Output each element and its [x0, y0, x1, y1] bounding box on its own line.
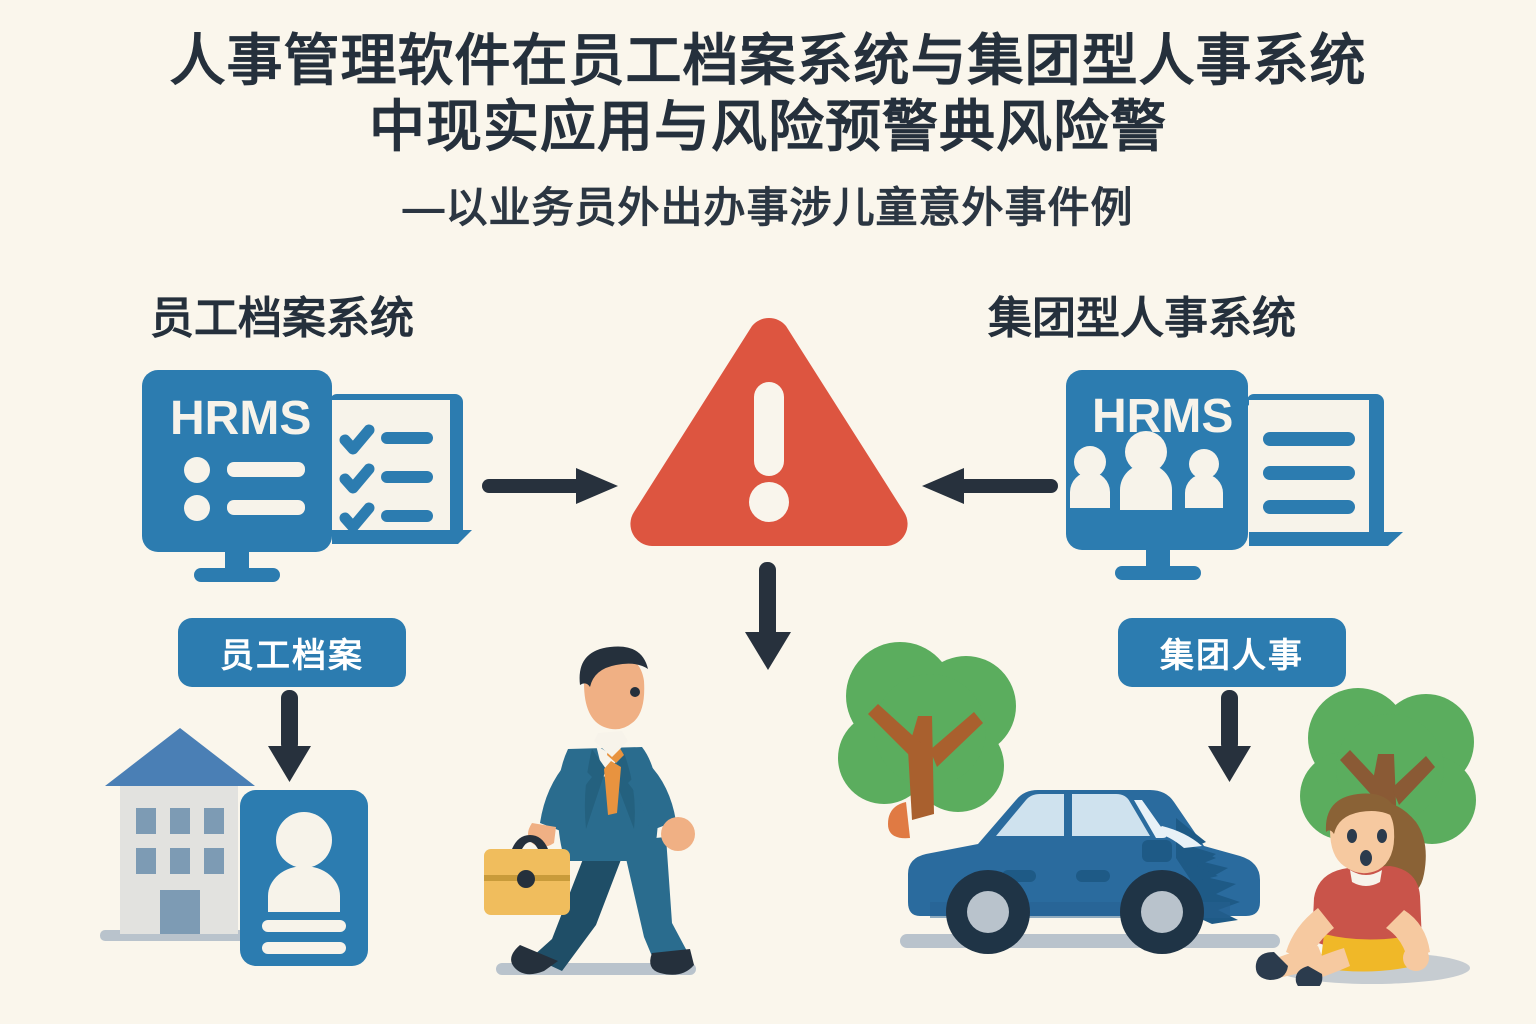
businessman-walking-icon — [484, 646, 696, 975]
section-heading-left: 员工档案系统 — [150, 294, 414, 343]
arrow-right-left-to-center — [482, 468, 618, 504]
badge-employee-records[interactable]: 员工档案 — [178, 618, 406, 687]
warning-triangle-icon — [630, 317, 908, 546]
badge-group-hr[interactable]: 集团人事 — [1118, 618, 1346, 687]
title-block: 人事管理软件在员工档案系统与集团型人事系统 中现实应用与风险预警典风险警 —以业… — [0, 28, 1536, 235]
arrow-left-right-to-center — [922, 468, 1058, 504]
arrow-down-left-badge — [268, 690, 311, 782]
hrms-monitor-group-hr-icon: HRMS — [1066, 370, 1403, 580]
blue-car-crashed-icon — [900, 790, 1280, 954]
arrow-down-right-badge — [1208, 690, 1251, 782]
subtitle: —以业务员外出办事涉儿童意外事件例 — [402, 184, 1134, 232]
arrow-down-center — [745, 562, 791, 670]
office-building-and-id-card-scene — [100, 728, 368, 966]
title-line-1: 人事管理软件在员工档案系统与集团型人事系统 — [169, 29, 1367, 92]
section-heading-right: 集团型人事系统 — [988, 294, 1296, 343]
child-sitting-injured-icon — [1255, 793, 1470, 986]
title-line-2: 中现实应用与风险预警典风险警 — [369, 95, 1167, 159]
hrms-label-left: HRMS — [170, 392, 311, 445]
hrms-label-right: HRMS — [1092, 390, 1233, 443]
tree-icon-left — [838, 642, 1016, 839]
hrms-monitor-employee-records-icon: HRMS — [142, 370, 472, 582]
